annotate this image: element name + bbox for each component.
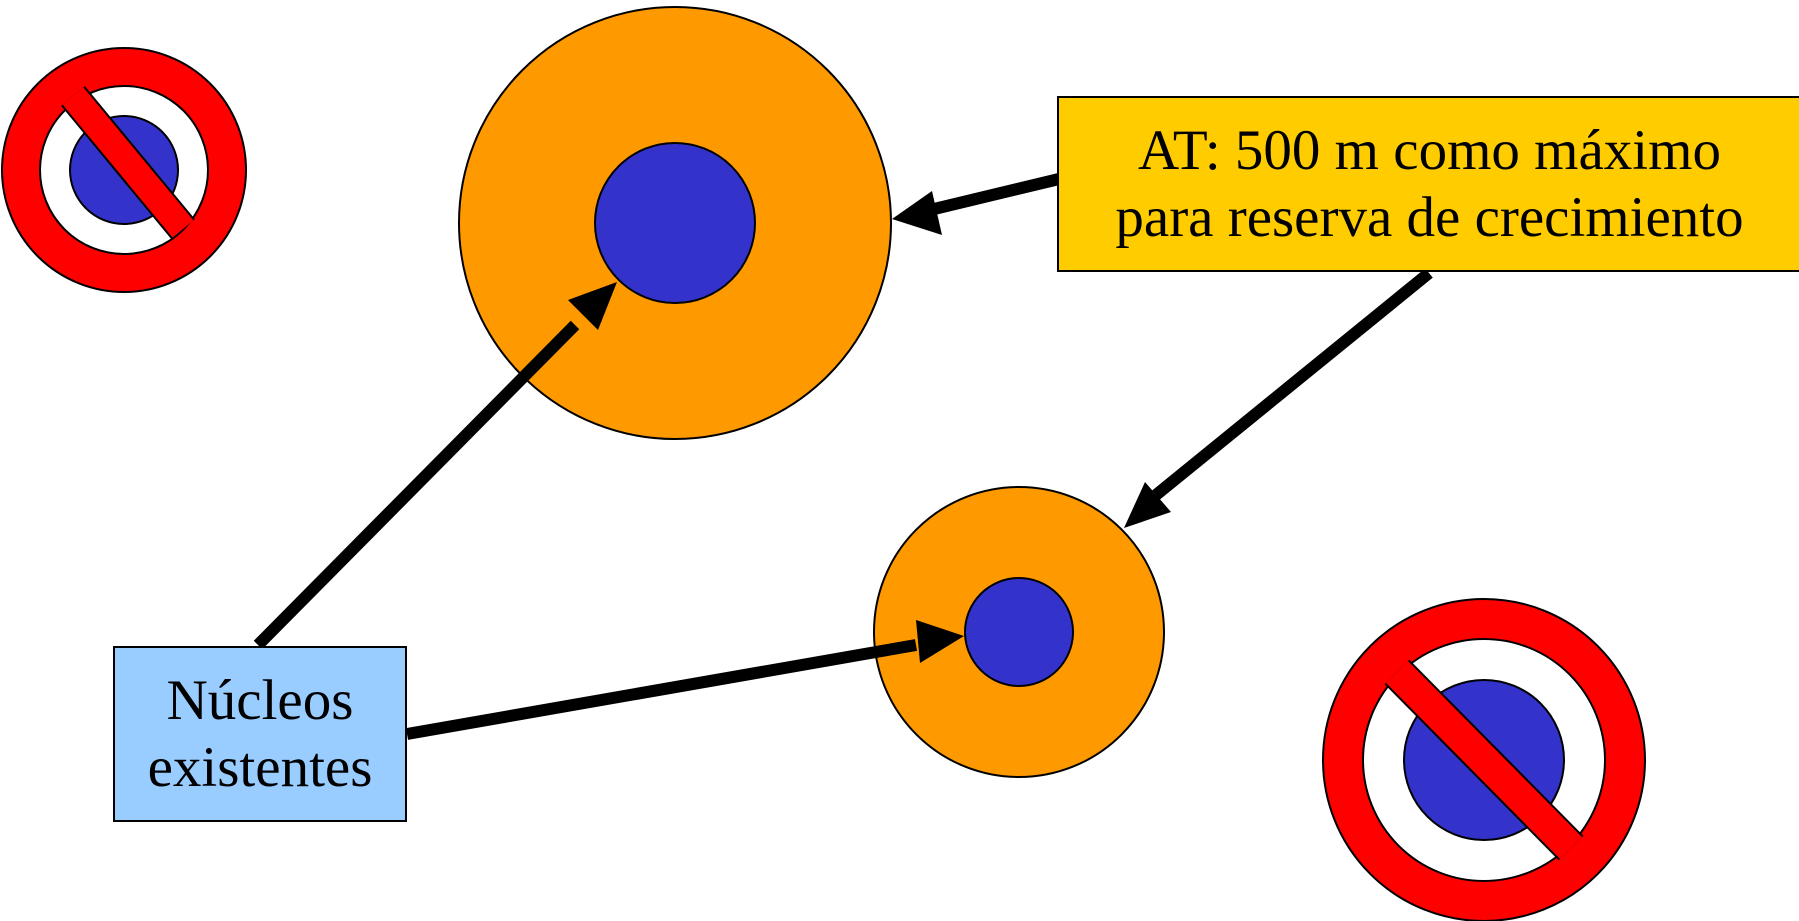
note-box: AT: 500 m como máximo para reserva de cr… (1057, 96, 1799, 272)
arrow-note-to-large-zone (892, 173, 1061, 235)
nuclei-line-1: Núcleos (166, 668, 354, 732)
arrow-icon (1124, 482, 1171, 528)
nuclei-text: Núcleos existentes (148, 667, 373, 802)
note-line-2: para reserva de crecimiento (1115, 186, 1744, 249)
nucleus-small (964, 577, 1074, 687)
prohibited-settlement-bottomright (1322, 598, 1646, 921)
nuclei-line-2: existentes (147, 736, 373, 799)
nucleus-large (594, 142, 756, 304)
note-text: AT: 500 m como máximo para reserva de cr… (1115, 117, 1743, 252)
existing-nuclei-box: Núcleos existentes (113, 646, 407, 822)
arrow-icon (892, 191, 942, 235)
prohibition-sign-icon (1322, 598, 1646, 921)
prohibition-sign-icon (1, 47, 247, 293)
arrow-note-to-small-zone (1124, 268, 1433, 528)
arrow-nuclei-to-large-nucleus (253, 282, 617, 650)
prohibited-settlement-topleft (1, 47, 247, 293)
arrow-icon (568, 282, 617, 330)
settlement-small (873, 486, 1165, 778)
arrow-icon (916, 620, 964, 663)
note-line-1: AT: 500 m como máximo (1138, 118, 1721, 182)
arrow-nuclei-to-small-nucleus (405, 620, 964, 740)
